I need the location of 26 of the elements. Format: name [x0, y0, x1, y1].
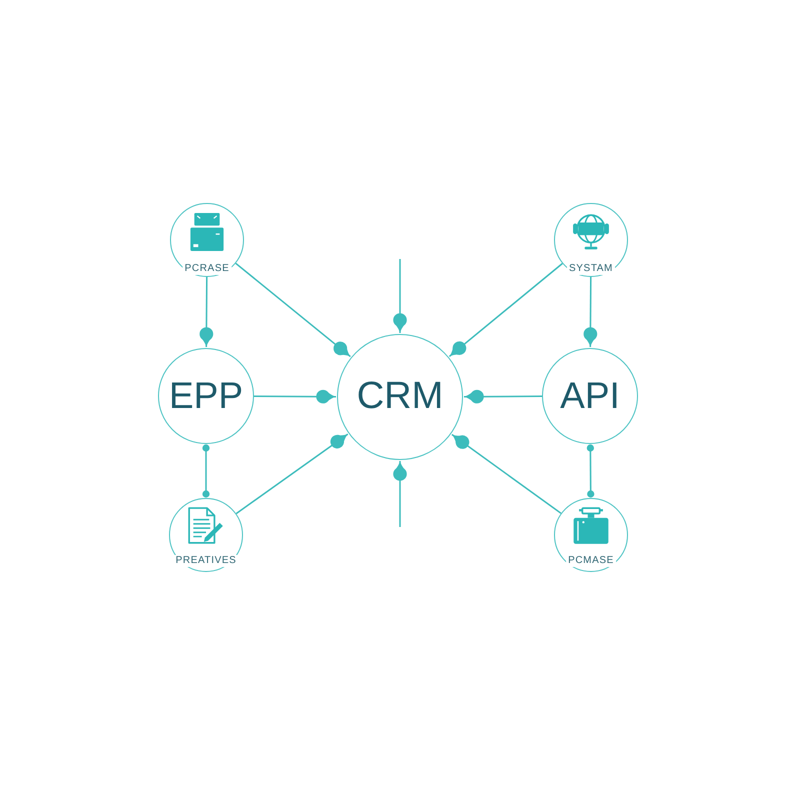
node-label: CRM [356, 376, 444, 418]
connector-line [451, 434, 562, 514]
connector-line [202, 444, 210, 498]
node-label: API [560, 376, 620, 416]
circle-node [337, 334, 463, 460]
connector-line [393, 259, 407, 333]
node-label: PCMASE [566, 555, 616, 567]
connector-line [393, 461, 407, 527]
connector-line [586, 444, 594, 498]
circle-node [158, 348, 254, 444]
connector-line [236, 433, 348, 514]
circle-node [169, 498, 243, 572]
connector-line [200, 277, 214, 347]
circle-node [554, 498, 628, 572]
circle-node [554, 203, 628, 277]
connector-line [448, 262, 563, 357]
connector-line [235, 262, 351, 358]
connector-line [464, 390, 542, 404]
node-label: SYSTAM [567, 263, 615, 275]
connector-line [254, 390, 336, 404]
connector-line [584, 277, 598, 347]
node-label: PREATIVES [174, 555, 238, 567]
circle-node [542, 348, 638, 444]
node-label: PCRASE [182, 263, 232, 275]
node-label: EPP [168, 376, 244, 416]
circle-node [170, 203, 244, 277]
